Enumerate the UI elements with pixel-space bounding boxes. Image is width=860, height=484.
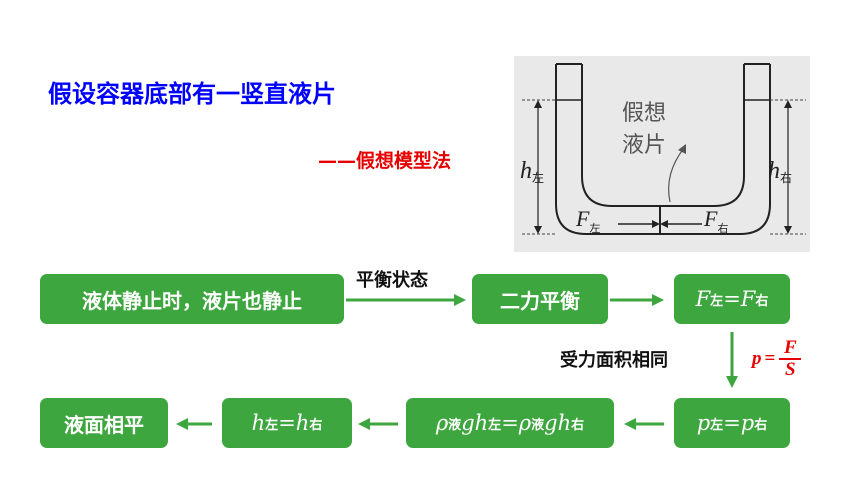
pressure-equal-lhs-sub: 左: [710, 417, 724, 433]
box-liquid-static: 液体静止时，液片也静止: [40, 274, 344, 324]
g-right: g: [544, 411, 558, 435]
u-tube-diagram: h左 h右 假想 液片 F左 F右: [520, 63, 806, 235]
label-same-area: 受力面积相同: [560, 350, 668, 371]
force-equal-lhs: F: [695, 287, 711, 311]
formula-denominator: S: [785, 359, 796, 380]
right-height-label: h: [768, 158, 780, 184]
force-equal-rhs: F: [740, 287, 756, 311]
svg-text:h右: h右: [768, 158, 792, 185]
h-left: h: [474, 411, 489, 435]
force-left-label: F: [575, 206, 590, 231]
left-height-sub: 左: [532, 170, 544, 185]
rho-equal-sign: =: [501, 411, 519, 435]
caption-line2: 液片: [622, 133, 666, 158]
box-level-surface-text: 液面相平: [64, 412, 144, 437]
u-tube-figure: h左 h右 假想 液片 F左 F右: [514, 56, 810, 252]
svg-text:F左: F左: [575, 206, 600, 235]
svg-text:h左: h左: [520, 158, 544, 185]
h-right-sub: 右: [571, 417, 585, 433]
formula-eq: =: [764, 348, 776, 369]
force-right-sub: 右: [717, 221, 728, 235]
formula-fraction: F S: [779, 337, 802, 380]
left-height-label: h: [520, 158, 532, 184]
caption-pointer-arrow: [668, 147, 685, 203]
force-equal-lhs-sub: 左: [710, 293, 724, 309]
pressure-formula: p = F S: [752, 337, 802, 380]
box-two-force-balance: 二力平衡: [472, 274, 608, 324]
caption-line1: 假想: [622, 101, 666, 126]
rho-right-sub: 液: [531, 417, 545, 433]
box-level-surface: 液面相平: [40, 398, 168, 448]
method-label: ——假想模型法: [318, 150, 452, 172]
force-left-sub: 左: [589, 222, 600, 235]
height-equal-rhs-sub: 右: [309, 417, 323, 433]
pressure-equal-rhs-sub: 右: [754, 417, 768, 433]
force-right-label: F: [703, 206, 718, 231]
label-equilibrium: 平衡状态: [356, 270, 428, 291]
g-left: g: [461, 411, 475, 435]
rho-left: ρ: [435, 411, 449, 435]
height-equal-lhs-sub: 左: [265, 417, 279, 433]
formula-numerator: F: [783, 337, 797, 358]
pressure-equal-rhs: p: [740, 411, 755, 435]
height-equal-lhs: h: [251, 411, 266, 435]
box-two-force-balance-text: 二力平衡: [500, 288, 580, 313]
h-left-sub: 左: [488, 417, 502, 433]
height-equal-rhs: h: [295, 411, 310, 435]
force-equal-rhs-sub: 右: [755, 293, 769, 309]
tube-outer-wall: [555, 64, 771, 235]
right-height-sub: 右: [780, 170, 792, 185]
formula-lhs: p: [752, 348, 762, 369]
box-liquid-static-text: 液体静止时，液片也静止: [82, 288, 302, 313]
tube-inner-wall: [581, 64, 745, 207]
rho-left-sub: 液: [448, 417, 462, 433]
force-equal-sign: =: [723, 287, 741, 311]
h-right: h: [557, 411, 572, 435]
pressure-equal-lhs: p: [696, 411, 711, 435]
pressure-equal-sign: =: [723, 411, 741, 435]
svg-text:F右: F右: [703, 206, 728, 235]
rho-right: ρ: [518, 411, 532, 435]
height-equal-sign: =: [278, 411, 296, 435]
page-title: 假设容器底部有一竖直液片: [48, 80, 336, 108]
